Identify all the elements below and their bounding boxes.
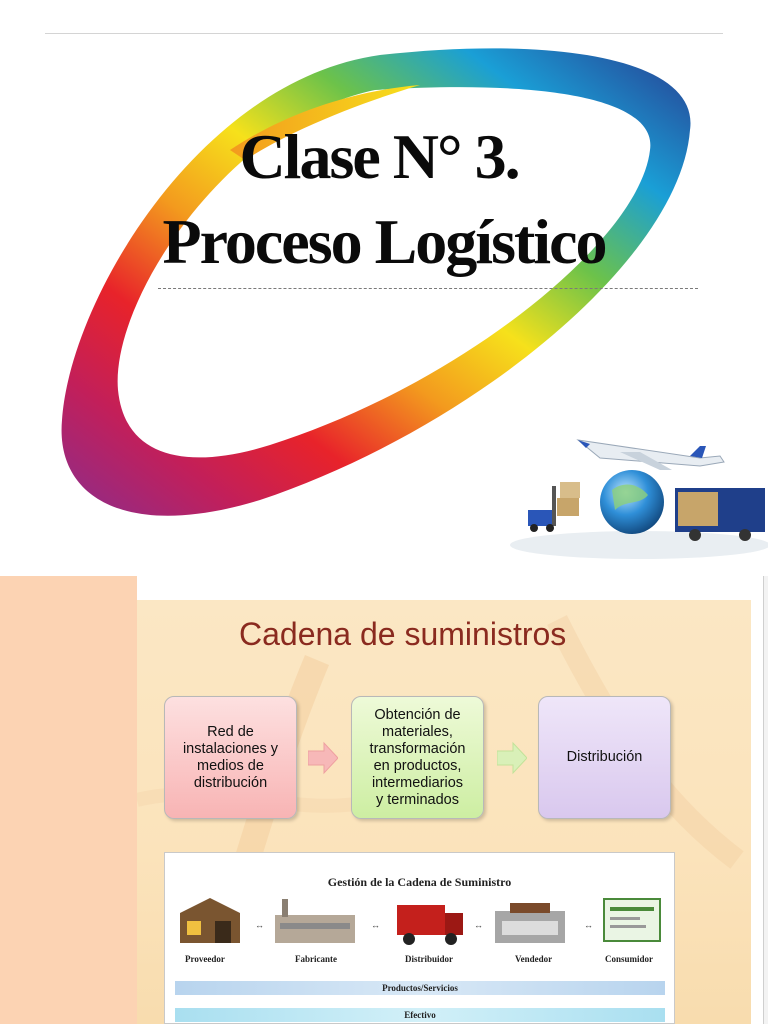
slide-content: Cadena de suministros Red de instalacion… [137,600,751,1024]
slide-title-line1: Clase N° 3. [239,121,520,192]
process-box-transformation: Obtención de materiales, transformación … [351,696,484,819]
logistics-illustration [510,439,768,559]
link-icon: ↔ [371,920,380,930]
link-icon: ↔ [584,920,593,930]
slide-title: Cadena de suministros [239,616,567,652]
title-slide: Clase N° 3. Proceso Logístico [45,33,768,559]
supply-chain-diagram: Gestión de la Cadena de Suministro [164,852,675,1024]
arrow-right-icon [308,741,338,775]
rainbow-ring-logo [61,48,768,559]
process-box-network: Red de instalaciones y medios de distrib… [164,696,297,819]
slide-title-line2: Proceso Logístico [162,206,608,277]
products-flow-band: Productos/Servicios [175,981,665,995]
supplier-building-icon [180,898,240,943]
stage-label-consumer: Consumidor [605,954,654,964]
distributor-truck-icon [397,905,463,945]
process-box-distribution: Distribución [538,696,671,819]
diagram-title: Gestión de la Cadena de Suministro [327,875,512,889]
retail-store-icon [495,903,565,943]
stage-label-manufacturer: Fabricante [295,954,337,964]
left-panel [0,576,137,1024]
stage-label-supplier: Proveedor [185,954,225,964]
link-icon: ↔ [474,920,483,930]
slide-gap [137,576,768,600]
stage-label-retailer: Vendedor [515,954,553,964]
cash-flow-band: Efectivo [175,1008,665,1022]
factory-icon [275,899,355,943]
top-divider [45,33,723,34]
link-icon: ↔ [255,920,264,930]
title-underline [158,288,698,289]
scroll-edge [763,576,768,1024]
arrow-right-icon [497,741,527,775]
consumer-receipt-icon [603,898,661,942]
supply-chain-slide: Cadena de suministros Red de instalacion… [0,576,768,1024]
stage-label-distributor: Distribuidor [405,954,454,964]
